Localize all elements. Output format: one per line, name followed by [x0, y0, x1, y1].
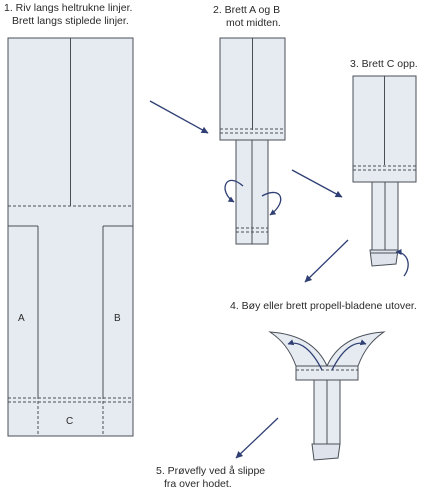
step-3-figure — [352, 75, 417, 277]
step-2-line-1: 2. Brett A og B — [213, 4, 281, 16]
step-5-caption: 5. Prøvefly ved å slippe fra over hodet. — [156, 465, 265, 490]
arrow-step3-to-step4 — [304, 239, 349, 283]
label-b: B — [114, 313, 121, 324]
propeller-blade-right — [326, 331, 386, 367]
label-c: C — [66, 416, 73, 427]
step-4-line-1: 4. Bøy eller brett propell-bladene utove… — [230, 300, 417, 312]
step-4-hub — [295, 365, 359, 381]
step-5-line-1: 5. Prøvefly ved å slippe — [156, 465, 266, 477]
step-1-line-1: 1. Riv langs heltrukne linjer. — [4, 2, 133, 14]
step-2-figure — [219, 37, 286, 245]
step-4-figure — [268, 331, 386, 461]
step-1-line-2: Brett langs stiplede linjer. — [12, 14, 129, 27]
label-a: A — [18, 313, 25, 324]
step-4-caption: 4. Bøy eller brett propell-bladene utove… — [230, 300, 417, 313]
arrow-step2-to-step3 — [291, 169, 343, 198]
fold-arrow-a — [224, 179, 244, 203]
step-1-caption: 1. Riv langs heltrukne linjer. Brett lan… — [4, 2, 132, 27]
arrow-step1-to-step2 — [149, 100, 209, 134]
bend-arrow-right — [331, 339, 367, 371]
step-4-flap-c — [311, 443, 341, 461]
bend-arrow-left — [287, 339, 323, 371]
fold-arrow-b — [261, 191, 282, 216]
propeller-blade-left — [268, 331, 328, 367]
step-2-line-2: mot midten. — [226, 16, 281, 29]
step-3-line-1: 3. Brett C opp. — [350, 58, 418, 70]
fold-arrow-c — [395, 249, 409, 277]
step-1-template: A B C — [7, 37, 134, 437]
step-5-line-2: fra over hodet. — [164, 477, 232, 490]
step-3-flap-c — [369, 249, 399, 267]
step-3-caption: 3. Brett C opp. — [350, 58, 418, 71]
step-2-caption: 2. Brett A og B mot midten. — [213, 4, 281, 29]
arrow-step4-to-step5 — [235, 417, 279, 459]
